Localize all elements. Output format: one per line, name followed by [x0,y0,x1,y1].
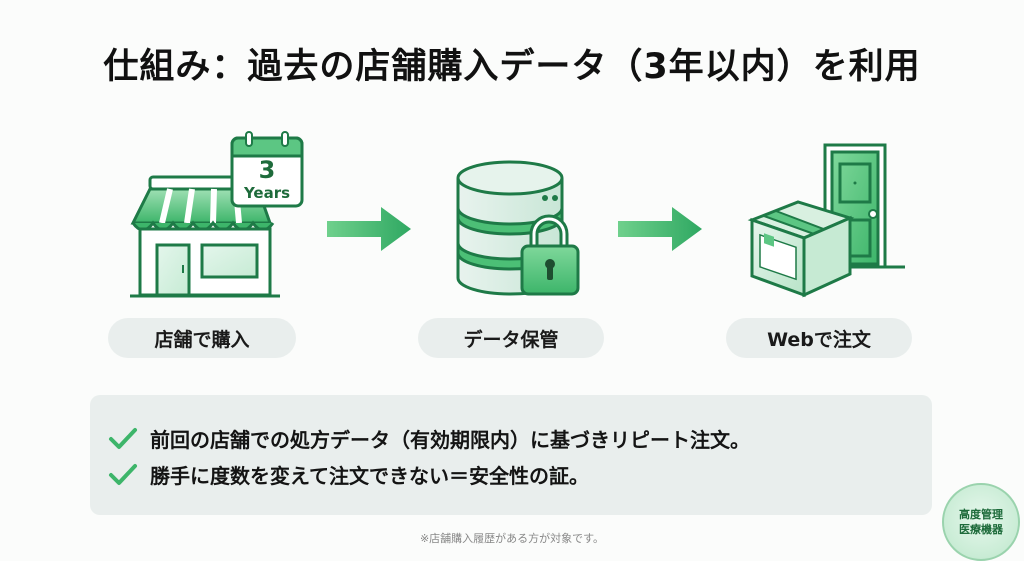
calendar-icon: 3 Years [230,130,304,208]
step-label-data-storage: データ保管 [418,318,604,358]
badge-line-1: 高度管理 [959,508,1003,521]
bullet-item: 前回の店舗での処方データ（有効期限内）に基づきリピート注文。 [108,424,750,453]
step-label-store-purchase: 店舗で購入 [108,318,296,358]
medical-device-badge: 高度管理 医療機器 [942,483,1020,561]
package-door-icon [747,143,905,298]
calendar-number: 3 [258,156,276,184]
bullet-text: 前回の店舗での処方データ（有効期限内）に基づきリピート注文。 [150,428,750,452]
page-title: 仕組み：過去の店舗購入データ（3年以内）を利用 [103,47,921,87]
checkmark-icon [109,463,137,485]
arrow-right-icon [327,207,411,251]
bullet-text: 勝手に度数を変えて注文できない＝安全性の証。 [150,464,589,488]
bullet-item: 勝手に度数を変えて注文できない＝安全性の証。 [108,460,589,489]
arrow-right-icon [618,207,702,251]
database-lock-icon [456,160,580,296]
checkmark-icon [109,427,137,449]
info-box [90,395,932,515]
calendar-unit: Years [243,184,291,202]
footnote: ※店舗購入履歴がある方が対象です。 [419,532,605,545]
storefront-icon [130,175,280,298]
step-label-web-order: Webで注文 [726,318,912,358]
badge-line-2: 医療機器 [959,523,1003,536]
